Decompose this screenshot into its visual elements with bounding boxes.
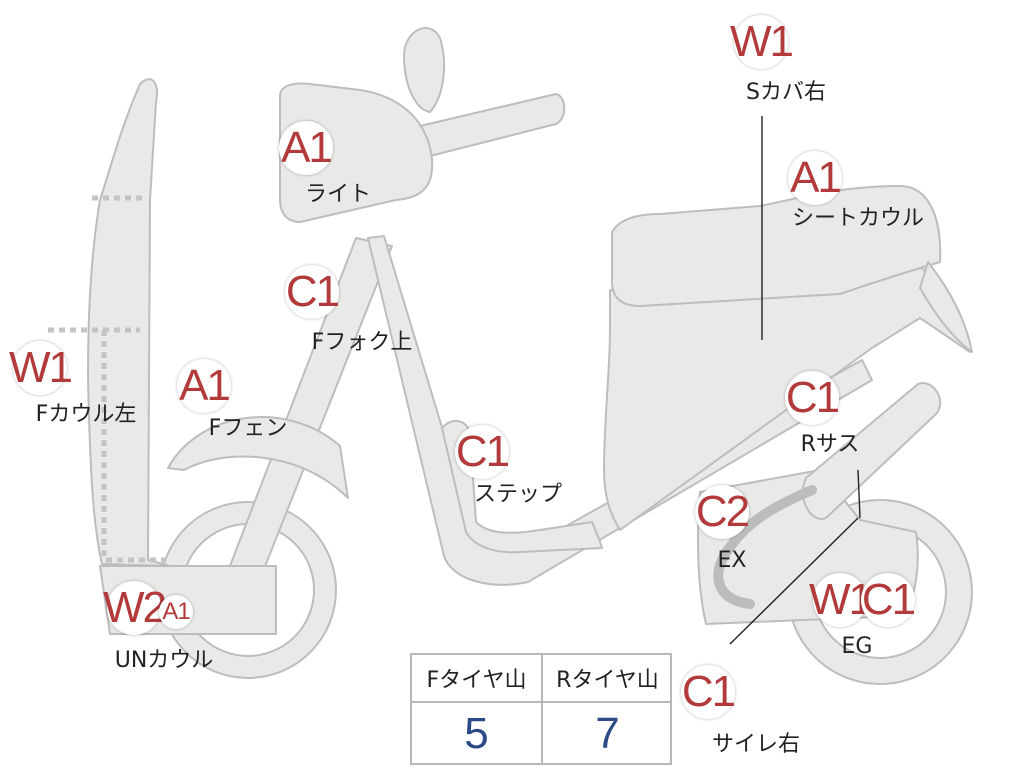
front-tire-column: Fタイヤ山 5 (412, 655, 541, 763)
leader-r-sus (857, 469, 861, 519)
label-light: ライト (304, 182, 372, 207)
rear-tire-column: Rタイヤ山 7 (541, 655, 672, 763)
label-step: ステップ (473, 482, 563, 507)
label-r-sus: Rサス (800, 432, 860, 457)
front-fender (167, 416, 349, 499)
front-tire-value: 5 (464, 709, 489, 758)
grade-badge-r-sus: C1 (785, 371, 840, 425)
label-seat-cowl: シートカウル (791, 206, 925, 231)
exhaust-pipe (713, 485, 817, 609)
label-f-cowl-left: Fカウル左 (35, 402, 137, 427)
windscreen (403, 27, 446, 113)
grade-badge-engine-2: C1 (861, 573, 916, 627)
leader-silencer (729, 517, 859, 645)
rear-tire-value: 7 (595, 709, 620, 758)
grade-badge-f-fork: C1 (285, 265, 340, 319)
grade-badge-silencer: C1 (681, 665, 736, 719)
grade-badge-f-cowl-left: W1 (9, 341, 73, 395)
label-engine: EG (841, 634, 873, 659)
grade-badge-step: C1 (455, 425, 510, 479)
label-exhaust: EX (717, 548, 747, 573)
label-under-cowl: UNカウル (114, 648, 214, 673)
front-cowl (87, 78, 171, 567)
rear-tire-header: Rタイヤ山 (543, 655, 672, 703)
tire-tread-table: Fタイヤ山 5 Rタイヤ山 7 (410, 653, 672, 765)
tail (919, 261, 973, 353)
seat (611, 185, 942, 307)
label-f-fender: Fフェン (208, 416, 288, 441)
grade-badge-under-cowl-2: A1 (159, 595, 193, 629)
grade-badge-seat-cowl: A1 (788, 151, 842, 205)
grade-badge-light: A1 (279, 121, 333, 175)
label-f-fork: Fフォク上 (311, 330, 413, 355)
grade-badge-s-cover: W1 (730, 15, 794, 69)
label-silencer: サイレ右 (711, 732, 801, 757)
grade-badge-exhaust: C2 (695, 485, 750, 539)
grade-badge-f-fender: A1 (177, 359, 231, 413)
handlebar (419, 93, 566, 157)
label-s-cover: Sカバ右 (746, 80, 826, 105)
headlight-housing (279, 82, 434, 223)
front-tire-header: Fタイヤ山 (412, 655, 541, 703)
grade-badge-engine-1: W1 (809, 573, 873, 627)
grade-badge-under-cowl-1: W2 (103, 581, 167, 635)
